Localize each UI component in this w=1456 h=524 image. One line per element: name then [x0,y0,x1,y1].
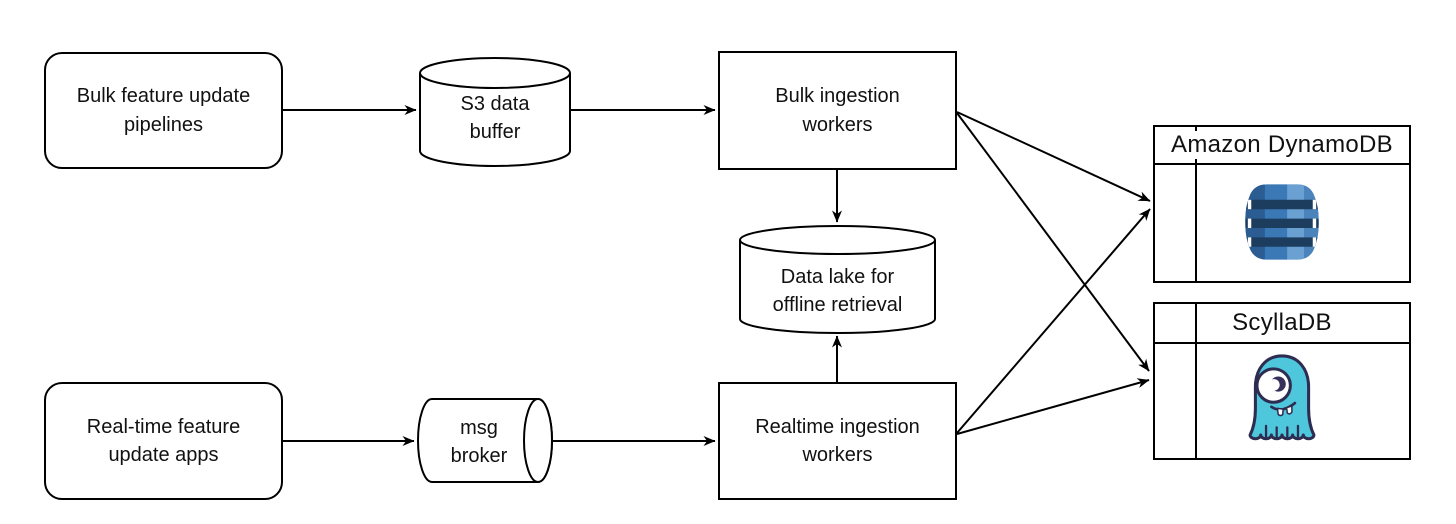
node-amazon-dynamodb: Amazon DynamoDB [1153,125,1411,283]
table-header: ScyllaDB [1155,304,1409,344]
node-label: Bulk feature update pipelines [76,85,251,136]
node-scylladb: ScyllaDB [1153,302,1411,460]
scylladb-icon [1248,354,1316,441]
node-bulk-feature-pipelines: Bulk feature update pipelines [44,52,283,169]
node-realtime-ingestion-workers: Realtime ingestion workers [718,382,957,500]
table-body [1155,344,1409,456]
node-realtime-feature-apps: Real-time feature update apps [44,382,283,500]
node-msg-broker: msg broker [432,404,526,480]
table-body [1155,165,1409,279]
edge-realtime-workers-to-scylladb [956,378,1150,435]
node-bulk-ingestion-workers: Bulk ingestion workers [718,51,957,170]
table-title: Amazon DynamoDB [1165,130,1399,160]
node-label: Bulk ingestion workers [775,85,900,136]
node-data-lake: Data lake for offline retrieval [740,254,935,328]
edge-bulk-workers-to-scylladb [956,112,1150,372]
node-label: msg broker [450,416,508,467]
node-label: Real-time feature update apps [86,415,241,466]
dynamodb-icon [1245,184,1319,260]
table-divider [1195,304,1197,458]
edge-bulk-workers-to-dynamodb [956,111,1151,202]
edge-realtime-workers-to-dynamodb [956,208,1151,434]
node-label: Realtime ingestion workers [755,415,920,466]
node-label: Data lake for offline retrieval [772,265,903,316]
node-label: S3 data buffer [460,92,530,143]
table-divider [1195,127,1197,281]
table-header: Amazon DynamoDB [1155,127,1409,165]
node-s3-data-buffer: S3 data buffer [420,82,570,154]
table-title: ScyllaDB [1226,308,1338,338]
